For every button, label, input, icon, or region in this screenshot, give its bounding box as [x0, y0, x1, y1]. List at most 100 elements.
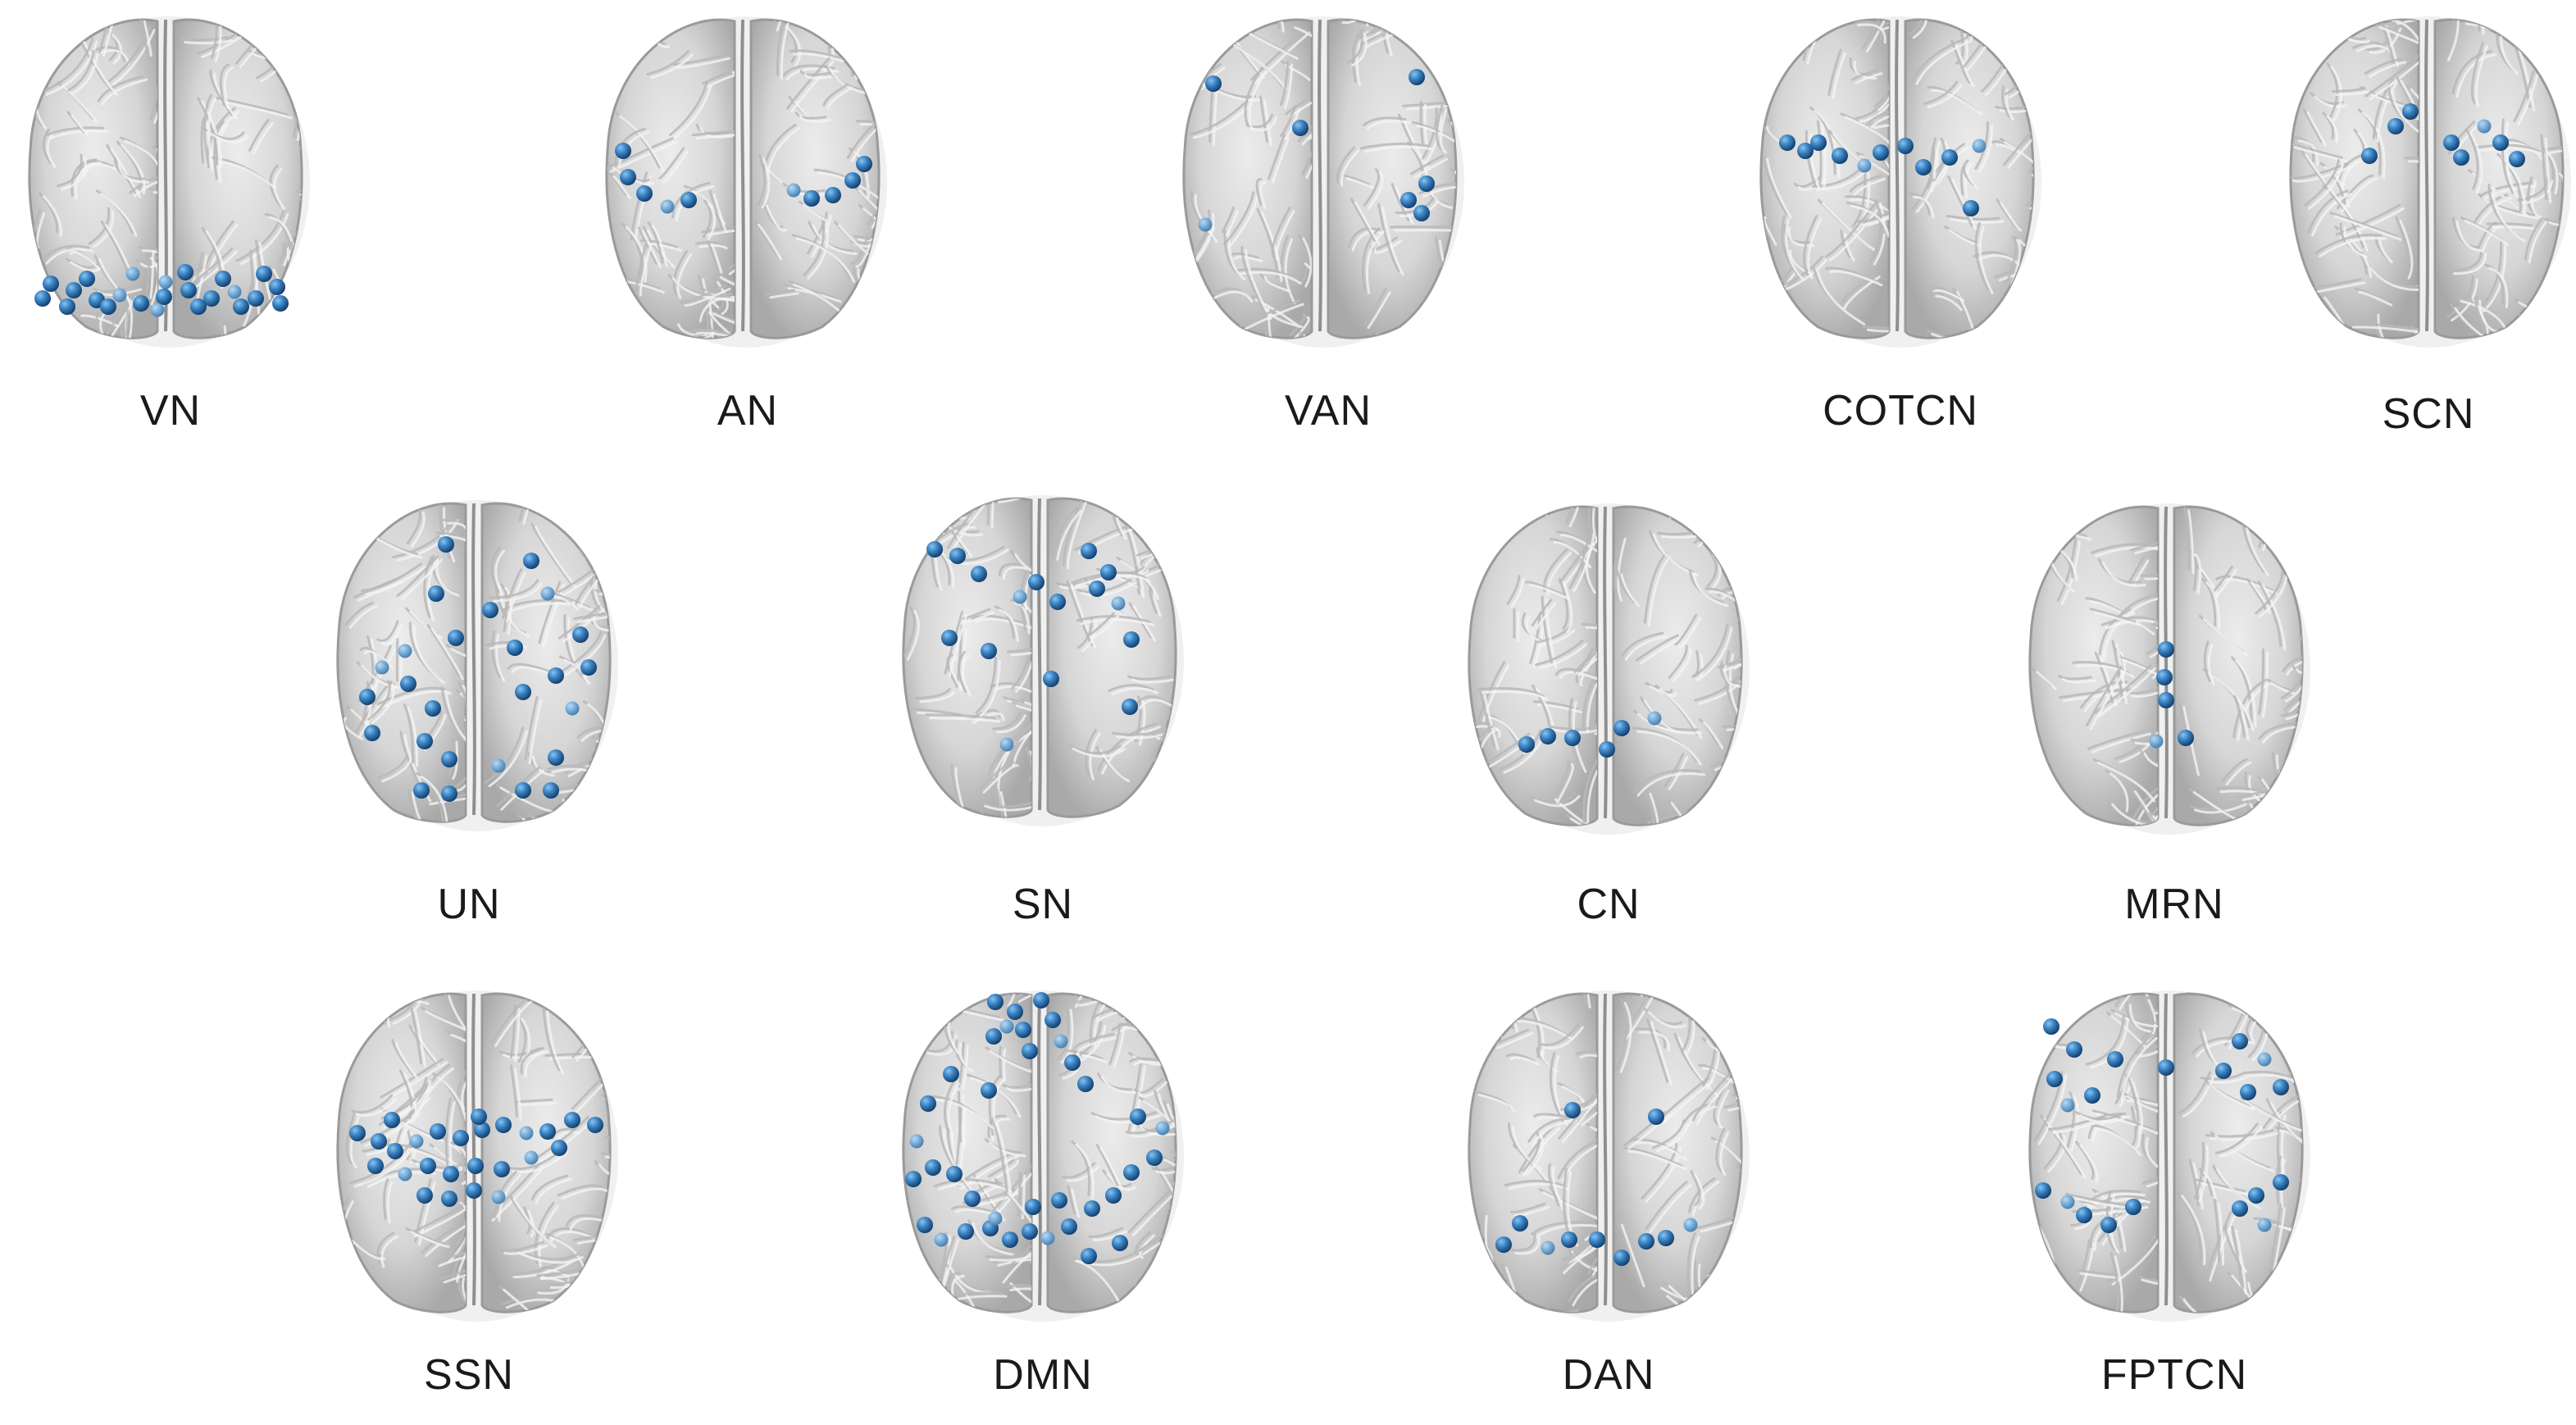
- network-panel-ssn: SSN: [336, 990, 618, 1399]
- network-nodes: [1779, 134, 1987, 216]
- node-sphere: [482, 602, 498, 618]
- network-nodes: [615, 143, 872, 214]
- node-sphere: [580, 659, 597, 676]
- node-sphere: [1810, 134, 1827, 151]
- node-sphere: [1198, 217, 1213, 232]
- left-hemisphere: [2289, 18, 2420, 339]
- node-sphere: [524, 1150, 539, 1165]
- node-sphere: [1146, 1150, 1163, 1166]
- node-sphere: [825, 187, 841, 203]
- node-sphere: [2060, 1098, 2075, 1113]
- node-sphere: [803, 190, 820, 207]
- node-sphere: [1122, 699, 1138, 715]
- node-sphere: [1409, 69, 1425, 85]
- brain-top-view: [28, 16, 310, 348]
- network-label: UN: [437, 881, 500, 928]
- network-nodes: [359, 536, 597, 802]
- node-sphere: [371, 1133, 387, 1150]
- network-panel-vn: VN: [28, 16, 310, 435]
- node-sphere: [548, 749, 564, 766]
- node-sphere: [1205, 75, 1222, 92]
- node-sphere: [156, 289, 172, 305]
- node-sphere: [1045, 1012, 1061, 1028]
- node-sphere: [43, 275, 59, 292]
- longitudinal-fissure: [740, 19, 745, 332]
- network-label: AN: [717, 387, 778, 435]
- node-sphere: [1105, 1187, 1122, 1204]
- node-sphere: [1797, 143, 1814, 159]
- node-sphere: [507, 640, 523, 656]
- brain-top-view: [2028, 990, 2310, 1322]
- node-sphere: [2158, 641, 2174, 658]
- brain-top-view: [902, 495, 1184, 826]
- network-label: CN: [1577, 881, 1640, 928]
- network-label: COTCN: [1823, 387, 1978, 435]
- node-sphere: [248, 290, 264, 307]
- node-sphere: [1002, 1232, 1018, 1248]
- node-sphere: [1049, 594, 1066, 610]
- network-nodes: [349, 1109, 603, 1207]
- node-sphere: [1022, 1223, 1038, 1240]
- node-sphere: [1564, 1102, 1581, 1118]
- network-label: MRN: [2124, 881, 2223, 928]
- node-sphere: [2453, 149, 2469, 166]
- brain-top-view: [1182, 16, 1464, 348]
- node-sphere: [2232, 1200, 2248, 1217]
- node-sphere: [2492, 134, 2509, 151]
- node-sphere: [2066, 1041, 2082, 1058]
- node-sphere: [2273, 1174, 2289, 1191]
- node-sphere: [1541, 1241, 1555, 1255]
- node-sphere: [416, 733, 433, 749]
- node-sphere: [495, 1117, 512, 1133]
- node-sphere: [2477, 119, 2492, 134]
- right-hemisphere: [1327, 18, 1458, 339]
- node-sphere: [1518, 736, 1535, 753]
- node-sphere: [964, 1191, 981, 1207]
- node-sphere: [1112, 1235, 1128, 1251]
- node-sphere: [1123, 631, 1140, 648]
- node-sphere: [1564, 730, 1581, 746]
- network-panel-dan: DAN: [1468, 990, 1750, 1399]
- node-sphere: [981, 643, 997, 659]
- node-sphere: [1941, 149, 1958, 166]
- node-sphere: [466, 1182, 482, 1199]
- node-sphere: [2443, 134, 2460, 151]
- node-sphere: [515, 782, 531, 799]
- node-sphere: [375, 660, 389, 675]
- network-nodes: [2361, 103, 2525, 167]
- node-sphere: [1413, 205, 1430, 221]
- longitudinal-fissure: [1037, 498, 1042, 811]
- node-sphere: [2076, 1207, 2092, 1223]
- node-sphere: [1779, 134, 1795, 151]
- node-sphere: [438, 536, 454, 553]
- node-sphere: [1015, 1022, 1031, 1038]
- network-nodes: [2149, 641, 2194, 749]
- network-nodes: [1198, 69, 1435, 232]
- node-sphere: [1638, 1233, 1654, 1250]
- node-sphere: [2107, 1051, 2123, 1068]
- brain-top-view: [1468, 990, 1750, 1322]
- node-sphere: [2100, 1217, 2117, 1233]
- node-sphere: [453, 1130, 469, 1146]
- node-sphere: [215, 271, 231, 287]
- longitudinal-fissure: [471, 993, 476, 1306]
- node-sphere: [1963, 200, 1979, 216]
- network-panel-cotcn: COTCN: [1759, 16, 2041, 435]
- brain-top-view: [1468, 503, 1750, 835]
- node-sphere: [398, 1167, 412, 1181]
- network-nodes: [926, 541, 1140, 752]
- longitudinal-fissure: [471, 503, 476, 816]
- node-sphere: [1054, 1034, 1068, 1049]
- node-sphere: [1648, 1109, 1664, 1125]
- node-sphere: [1658, 1230, 1674, 1246]
- node-sphere: [917, 1217, 933, 1233]
- node-sphere: [2158, 692, 2174, 708]
- node-sphere: [551, 1140, 567, 1156]
- node-sphere: [227, 285, 242, 299]
- node-sphere: [387, 1143, 403, 1159]
- node-sphere: [909, 1134, 924, 1149]
- node-sphere: [125, 266, 140, 281]
- network-nodes: [1495, 1102, 1698, 1266]
- node-sphere: [1089, 580, 1105, 597]
- node-sphere: [367, 1158, 384, 1174]
